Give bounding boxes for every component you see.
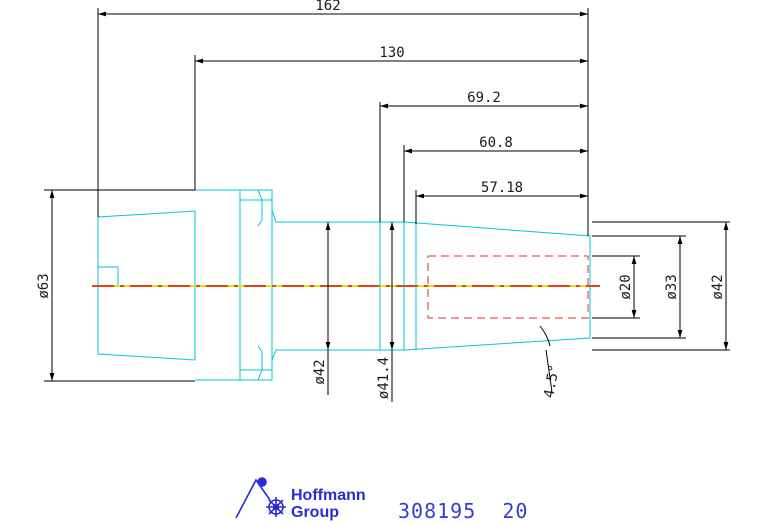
dimension-lines [44, 8, 730, 402]
dim-162: 162 [315, 0, 340, 14]
dim-dia-33: ø33 [664, 274, 680, 299]
brand-line1: Hoffmann [291, 487, 366, 504]
hoffmann-logo-icon [235, 477, 286, 519]
dim-dia-41-4: ø41.4 [376, 357, 392, 399]
dim-dia-42-right: ø42 [710, 274, 726, 299]
dim-dia-42-shaft: ø42 [312, 359, 328, 384]
dim-angle: 4.5° [541, 363, 563, 399]
dim-130: 130 [379, 45, 404, 61]
hoffmann-logo: Hoffmann Group [235, 477, 366, 521]
brand-line2: Group [291, 504, 339, 521]
part-number: 308195 20 [398, 499, 528, 523]
dim-dia-63: ø63 [36, 273, 52, 298]
dim-69-2: 69.2 [467, 90, 501, 106]
hidden-bore [427, 255, 589, 319]
dim-57-18: 57.18 [481, 180, 523, 196]
dim-60-8: 60.8 [479, 135, 513, 151]
dim-dia-20: ø20 [618, 274, 634, 299]
